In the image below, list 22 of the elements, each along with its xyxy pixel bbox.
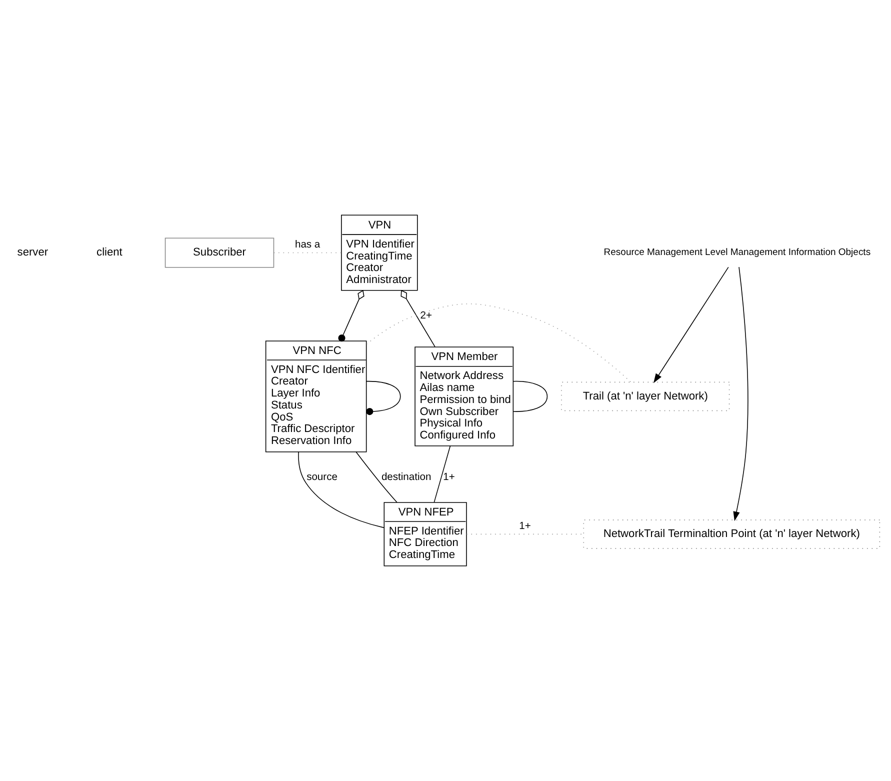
connector [356,452,398,503]
connector [366,303,632,383]
connector [434,446,451,503]
edge-label: 2+ [420,310,432,322]
node-box: Subscriber [164,238,274,268]
connector [298,451,384,528]
node-box: NetworkTrail Terminaltion Point (at 'n' layer Network) [583,520,880,549]
label: client [96,246,122,259]
connector [513,380,548,412]
edge-label: 1+ [443,472,455,483]
edge-label: destination [381,472,432,483]
label: server [17,246,48,259]
node-text: Resource Management Level Management Information Objects [604,247,871,258]
arrow [654,266,729,384]
arrow [733,266,748,522]
connector [400,290,436,348]
connector [366,380,401,416]
node-box: Trail (at 'n' layer Network) [561,382,730,412]
connector [338,290,364,342]
edge-label: 1+ [519,520,531,532]
edge-label: has a [294,240,320,251]
edge-label: source [306,472,338,483]
